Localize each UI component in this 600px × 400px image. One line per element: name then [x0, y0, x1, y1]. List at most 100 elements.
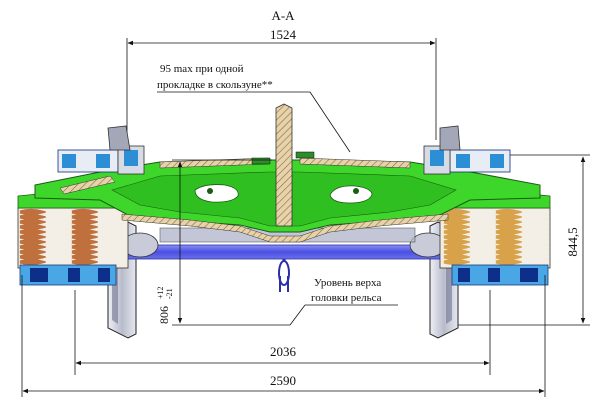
spring-coil [495, 213, 525, 221]
spring-coil [469, 258, 499, 266]
spring-coil [19, 233, 49, 241]
spring-coil [97, 238, 127, 246]
spring-coil [71, 233, 101, 241]
right-spring-pack [439, 207, 551, 269]
spring-coil [45, 233, 75, 241]
spring-coil [521, 208, 551, 216]
spring-coil [97, 213, 127, 221]
spring-coil [71, 228, 101, 236]
spring-coil [443, 238, 473, 246]
rail-level-note-line1: Уровень верха [314, 277, 381, 289]
bolster [34, 103, 541, 243]
spring-coil [495, 243, 525, 251]
spring-coil [97, 253, 127, 261]
spring-coil [71, 223, 101, 231]
spring-coil [45, 248, 75, 256]
dimension-rail-height: 806 +12 -21 [156, 159, 290, 326]
dimension-overall-width-label: 2590 [270, 373, 296, 388]
spring-coil [469, 218, 499, 226]
spring-coil [19, 208, 49, 216]
spring-coil [443, 233, 473, 241]
side-bearer-left [57, 125, 145, 175]
spring-coil [97, 243, 127, 251]
spring-coil [469, 243, 499, 251]
spring-coil [495, 253, 525, 261]
spring-coil [45, 208, 75, 216]
spring-coil [443, 228, 473, 236]
spring-coil [521, 228, 551, 236]
spring-coil [495, 233, 525, 241]
slide-gap-note-line1: 95 max при одной [160, 63, 244, 75]
spring-coil [97, 228, 127, 236]
section-title: А-А [271, 8, 295, 23]
spring-coil [495, 218, 525, 226]
rail-level-note-line2: головки рельса [311, 292, 382, 304]
spring-coil [97, 258, 127, 266]
spring-coil [19, 228, 49, 236]
dimension-top-width-label: 1524 [270, 27, 297, 42]
spring-coil [469, 228, 499, 236]
spring-coil [19, 253, 49, 261]
spring-coil [19, 238, 49, 246]
spring-coil [443, 253, 473, 261]
spring-coil [45, 218, 75, 226]
spring-coil [97, 248, 127, 256]
spring-coil [443, 248, 473, 256]
spring-coil [19, 223, 49, 231]
dimension-overall-height: 844,5 [440, 154, 590, 326]
spring-coil [495, 248, 525, 256]
spring-coil [19, 248, 49, 256]
spring-coil [495, 238, 525, 246]
spring-coil [97, 233, 127, 241]
spring-coil [469, 208, 499, 216]
spring-coil [469, 248, 499, 256]
spring-coil [469, 223, 499, 231]
spring-coil [19, 218, 49, 226]
spring-coil [495, 258, 525, 266]
spring-coil [71, 213, 101, 221]
spring-coil [521, 218, 551, 226]
spring-coil [469, 253, 499, 261]
left-spring-pack [17, 207, 129, 269]
spring-coil [521, 238, 551, 246]
slide-gap-note: 95 max при одной прокладке в скользуне** [157, 63, 430, 166]
dimension-rail-height-tol-lower: -21 [165, 288, 174, 299]
spring-coil [521, 253, 551, 261]
dimension-mid-width: 2036 [74, 290, 491, 375]
spring-coil [469, 213, 499, 221]
spring-coil [19, 258, 49, 266]
spring-coil [443, 218, 473, 226]
spring-coil [45, 213, 75, 221]
dimension-rail-height-tol-upper: +12 [156, 286, 165, 299]
center-hanger [278, 259, 290, 292]
spring-coil [495, 208, 525, 216]
spring-coil [97, 208, 127, 216]
dimension-mid-width-label: 2036 [270, 344, 297, 359]
spring-coil [443, 223, 473, 231]
spring-coil [19, 213, 49, 221]
spring-coil [495, 223, 525, 231]
spring-coil [521, 233, 551, 241]
spring-coil [45, 223, 75, 231]
spring-coil [45, 243, 75, 251]
spring-coil [45, 253, 75, 261]
spring-coil [443, 258, 473, 266]
spring-coil [71, 208, 101, 216]
spring-coil [495, 228, 525, 236]
spring-coil [521, 248, 551, 256]
dimension-top-width: 1524 [126, 27, 437, 140]
spring-coil [97, 218, 127, 226]
dimension-overall-height-label: 844,5 [565, 227, 580, 256]
spring-coil [45, 238, 75, 246]
spring-coil [71, 218, 101, 226]
spring-coil [45, 258, 75, 266]
spring-coil [443, 213, 473, 221]
spring-coil [443, 208, 473, 216]
spring-coil [521, 213, 551, 221]
spring-coil [443, 243, 473, 251]
spring-coil [71, 253, 101, 261]
spring-coil [71, 243, 101, 251]
rail-level-note: Уровень верха головки рельса [289, 277, 398, 326]
spring-coil [521, 243, 551, 251]
